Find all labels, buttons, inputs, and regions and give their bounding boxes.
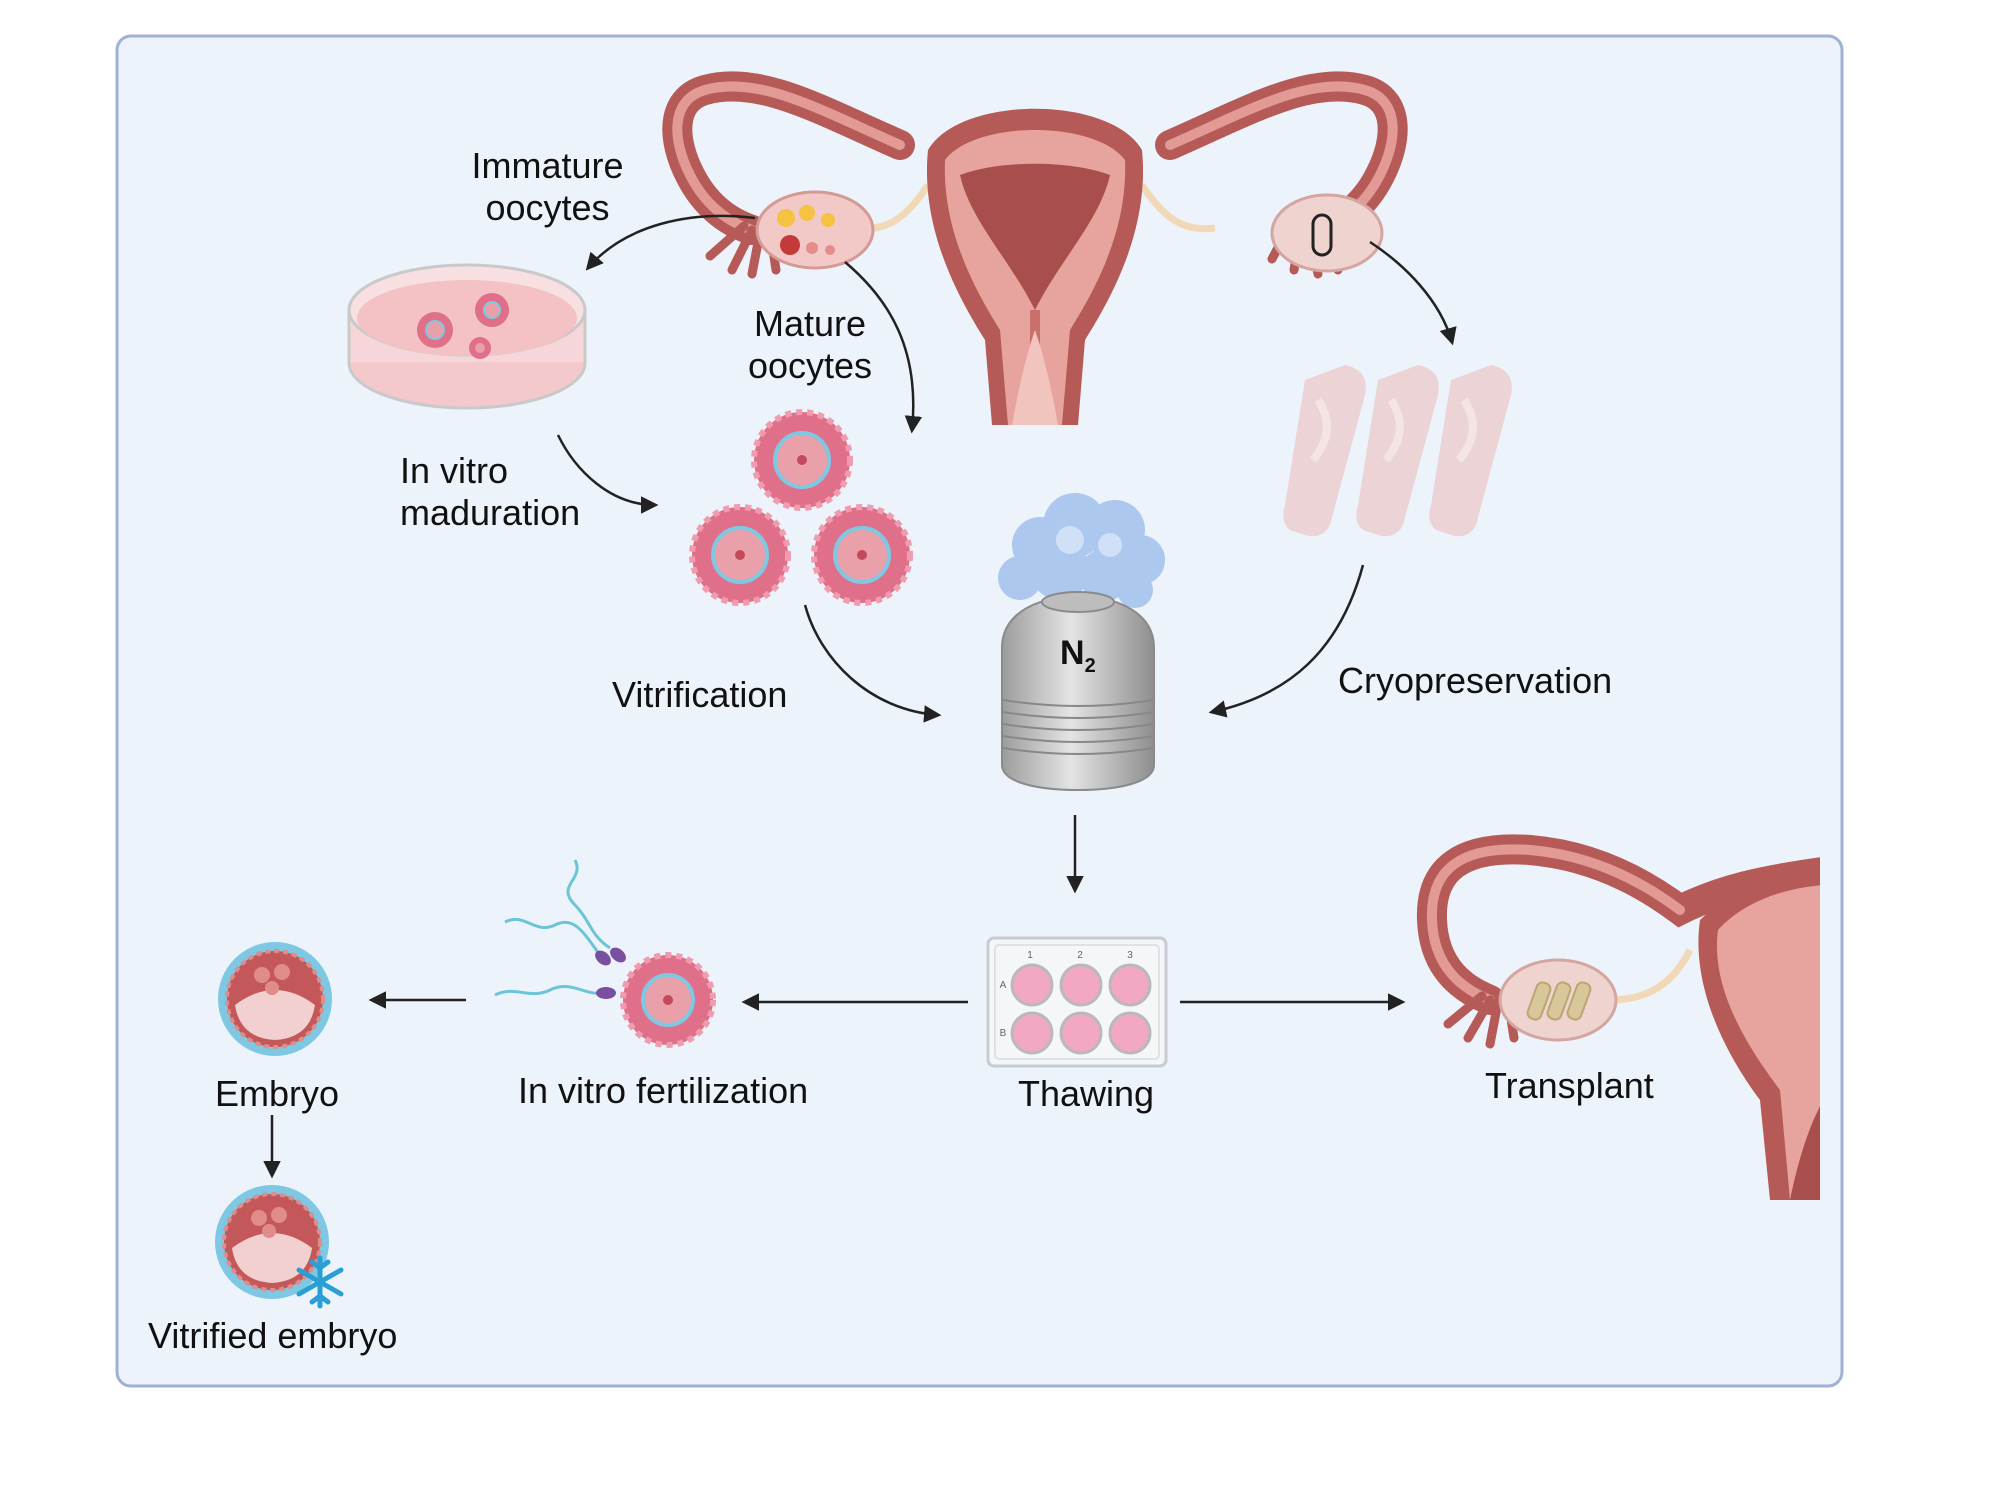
oocyte-icon	[689, 504, 791, 606]
oocyte-icon	[811, 504, 913, 606]
sperm-icon	[504, 917, 611, 966]
plate-row-label: B	[1000, 1028, 1007, 1039]
label-thawing: Thawing	[1018, 1073, 1155, 1114]
sperm-icon	[566, 859, 626, 963]
label-line: maduration	[400, 492, 581, 533]
oocyte-icon	[751, 409, 853, 511]
petri-dish-icon	[347, 263, 587, 410]
arrow-icon	[803, 604, 942, 723]
oocyte-icon	[469, 337, 491, 359]
plate-row-label: A	[1000, 980, 1007, 991]
embryo-icon	[218, 942, 332, 1056]
label-line: oocytes	[485, 187, 610, 228]
label-mature-oocytes: Mature oocytes	[705, 303, 915, 387]
label-line: oocytes	[747, 345, 873, 386]
embryo-icon	[215, 1185, 329, 1299]
snowflake-icon	[296, 1255, 344, 1309]
label-vitrification: Vitrification	[612, 674, 788, 715]
plate-column-label: 3	[1127, 950, 1133, 961]
uterus-icon	[1416, 834, 1820, 1200]
label-line: Mature	[753, 303, 867, 344]
ovary-icon	[1270, 193, 1384, 273]
arrow-icon	[556, 434, 659, 514]
label-vitrified-embryo: Vitrified embryo	[148, 1315, 398, 1356]
label-in-vitro-fertilization: In vitro fertilization	[518, 1070, 809, 1111]
oocyte-icon	[475, 293, 509, 327]
arrow-icon	[1369, 240, 1457, 346]
uterus-icon	[662, 71, 1408, 425]
label-line: Immature	[471, 145, 624, 186]
label-transplant: Transplant	[1485, 1065, 1654, 1106]
plate-column-label: 1	[1027, 950, 1033, 961]
sperm-icon	[494, 985, 616, 999]
oocyte-icon	[620, 952, 716, 1048]
label-line: In vitro	[400, 450, 509, 491]
tissue-strip-icon	[1283, 365, 1512, 537]
dewar-label: N2	[1060, 634, 1096, 677]
dewar-icon: N2	[998, 493, 1165, 792]
oocyte-icon	[417, 312, 453, 348]
arrow-icon	[585, 214, 756, 271]
label-embryo: Embryo	[215, 1073, 340, 1114]
label-in-vitro-maduration: In vitro maduration	[400, 450, 580, 534]
label-cryopreservation: Cryopreservation	[1338, 660, 1613, 701]
label-immature-oocytes: Immature oocytes	[440, 145, 655, 229]
well-plate-icon: 1 2 3 A B	[986, 936, 1168, 1068]
arrow-icon	[1208, 564, 1365, 718]
arrow-icon	[844, 261, 923, 434]
ovary-icon	[755, 190, 875, 270]
plate-column-label: 2	[1077, 950, 1083, 961]
